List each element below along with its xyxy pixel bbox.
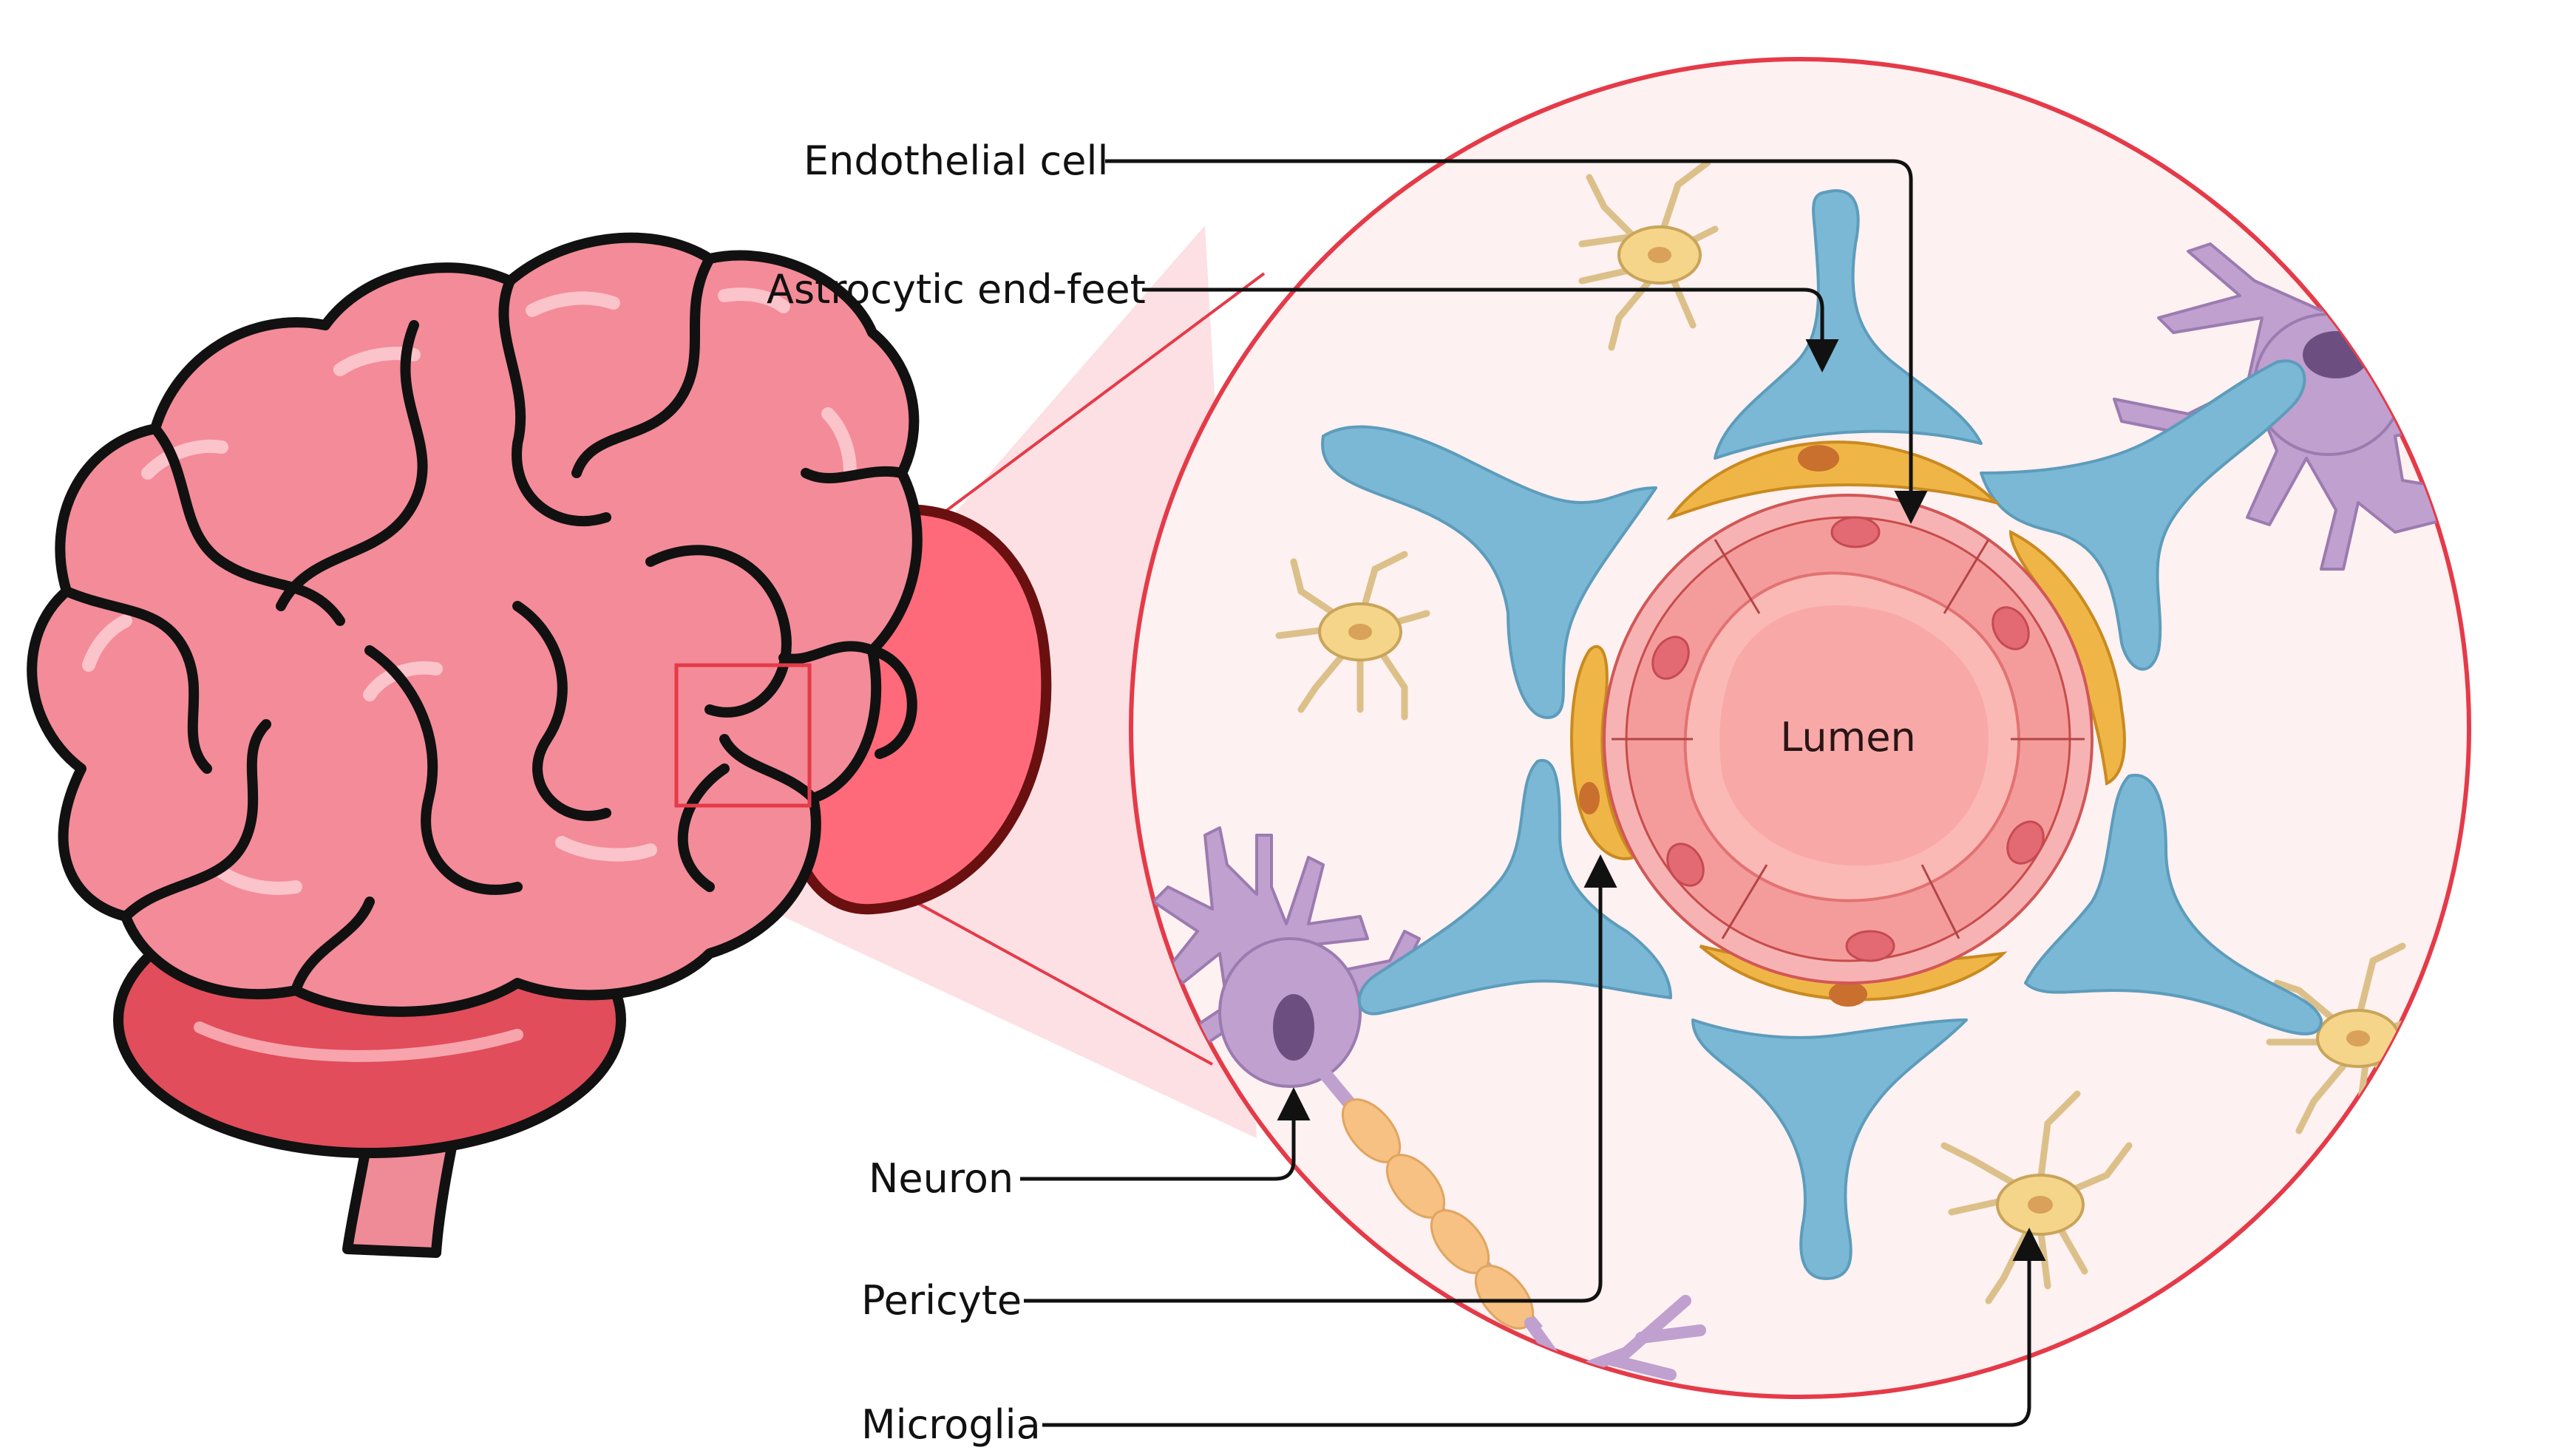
pericyte-top bbox=[1666, 440, 2001, 520]
microglia-cell-1 bbox=[1578, 159, 1719, 351]
label-endothelial-cell: Endothelial cell bbox=[804, 137, 1109, 184]
zoom-circle bbox=[1129, 57, 2471, 1399]
leader-neuron bbox=[1020, 1087, 1311, 1181]
microglia-cell-2 bbox=[1275, 551, 1430, 721]
label-astrocytic-end-feet: Astrocytic end-feet bbox=[767, 266, 1146, 313]
label-neuron: Neuron bbox=[869, 1155, 1014, 1202]
label-microglia: Microglia bbox=[861, 1401, 1041, 1448]
blood-vessel bbox=[1603, 494, 2094, 984]
leader-pericyte bbox=[1024, 854, 1617, 1303]
leader-astrocytic bbox=[1142, 288, 1839, 372]
label-pericyte: Pericyte bbox=[861, 1277, 1022, 1324]
microglia-cell-3 bbox=[1940, 1090, 2133, 1304]
astrocyte-upper-right bbox=[1980, 359, 2306, 671]
leader-microglia bbox=[1042, 1228, 2046, 1427]
astrocyte-lower-left bbox=[1357, 758, 1672, 1016]
astrocytes bbox=[1321, 189, 2323, 1280]
zoom-region-marker bbox=[674, 663, 812, 808]
leader-endothelial bbox=[1105, 159, 1928, 524]
label-lumen: Lumen bbox=[1780, 714, 1916, 761]
neuron-bottom-left bbox=[1152, 826, 1706, 1397]
astrocyte-upper-left bbox=[1321, 425, 1657, 719]
astrocyte-lower-right bbox=[2024, 773, 2323, 1035]
brain-illustration bbox=[27, 232, 1052, 1258]
leader-lines bbox=[1020, 159, 2046, 1427]
astrocyte-bottom bbox=[1691, 1018, 1968, 1280]
